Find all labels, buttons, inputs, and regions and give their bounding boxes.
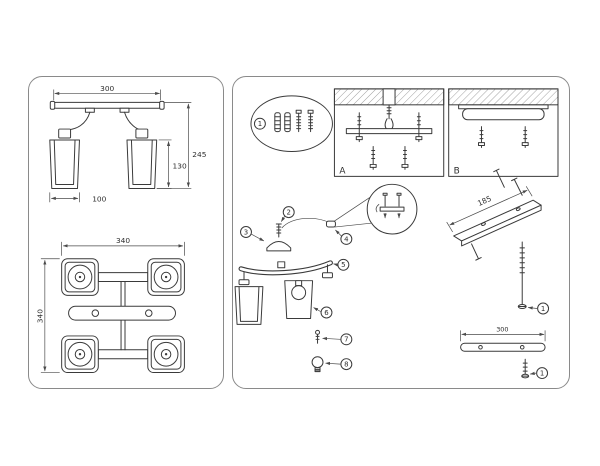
dim-shade-width: 100 <box>49 192 107 203</box>
wire <box>281 218 331 229</box>
ceiling-outlet <box>382 88 396 106</box>
lamp-plate-bottom-left <box>61 335 99 374</box>
bar-detail: 300 1 <box>460 325 549 380</box>
lamp-plate-bottom-right <box>147 335 185 374</box>
screw-icon <box>471 243 482 261</box>
screw-icon <box>369 146 377 170</box>
dim-label-340-w: 340 <box>116 236 130 245</box>
dim-top-depth: 340 <box>35 258 60 373</box>
svg-text:4: 4 <box>344 235 349 243</box>
screw-icon <box>355 112 363 143</box>
right-socket <box>135 128 149 139</box>
svg-text:2: 2 <box>287 209 291 217</box>
dim-label-100: 100 <box>92 194 106 203</box>
bulb-icon <box>311 356 324 373</box>
threaded-rod <box>384 104 394 131</box>
long-screw-icon <box>517 241 527 310</box>
left-socket <box>58 128 72 139</box>
dim-label-185: 185 <box>476 194 493 208</box>
ceiling-hatch <box>448 88 559 106</box>
hardware-kit: 1 <box>250 95 333 153</box>
callout-8: 8 <box>325 358 353 371</box>
svg-text:1: 1 <box>540 369 544 377</box>
callout-2: 2 <box>280 206 295 222</box>
canopy-plate <box>462 108 545 121</box>
dim-label-130: 130 <box>173 162 187 171</box>
step-a: A <box>333 88 445 177</box>
screw-icon <box>493 168 505 188</box>
threaded-stud <box>275 223 282 238</box>
callout-3: 3 <box>240 226 265 242</box>
svg-text:1: 1 <box>258 120 262 128</box>
top-view-mounting-bar <box>68 305 176 321</box>
dim-top-width: 340 <box>61 236 185 256</box>
rail-detail: 185 1 <box>446 168 550 315</box>
svg-text:5: 5 <box>341 261 345 269</box>
mounted-strap <box>458 104 549 110</box>
assembly-panel: 1 <box>232 76 570 389</box>
mounting-bar <box>49 100 165 113</box>
center-connectors <box>120 281 126 351</box>
bottom-arm-bar <box>97 349 149 360</box>
dim-label-300: 300 <box>100 84 114 93</box>
dimensions-panel: 300 <box>28 76 224 389</box>
top-view-drawing: 340 340 <box>35 236 185 374</box>
right-shade <box>126 139 158 189</box>
shade-with-bulb <box>284 280 314 319</box>
screw-icon <box>401 146 409 170</box>
callout-5: 5 <box>333 258 350 271</box>
svg-text:1: 1 <box>541 305 545 313</box>
section-b-label: B <box>454 166 460 176</box>
mounting-bar-top <box>460 342 546 352</box>
screw-icon <box>511 177 523 196</box>
dim-bar-width: 300 <box>53 84 161 101</box>
exploded-view: 2 3 <box>234 183 418 373</box>
screw-icon <box>478 126 485 149</box>
svg-text:8: 8 <box>344 361 348 369</box>
left-arm <box>64 111 91 131</box>
screw-icon <box>521 358 530 379</box>
lamp-plate-top-right <box>147 258 185 296</box>
mounting-rail <box>453 199 542 242</box>
dim-label-300-bar: 300 <box>496 325 508 333</box>
detail-magnifier <box>334 183 418 235</box>
section-a-label: A <box>339 166 346 176</box>
dim-total-height: 245 <box>156 101 207 189</box>
canopy-dome <box>266 240 292 252</box>
dimensions-drawing: 300 <box>35 84 207 374</box>
dim-label-245: 245 <box>192 150 206 159</box>
wall-anchor-icon <box>274 112 281 133</box>
callout-6: 6 <box>313 306 333 319</box>
dim-bar-length: 300 <box>460 325 546 342</box>
dim-label-340-d: 340 <box>35 309 44 323</box>
callout-1-hardware: 1 <box>253 117 266 130</box>
fixture-arm <box>238 260 333 286</box>
top-arm-bar <box>97 272 149 282</box>
screw-icon <box>295 109 302 133</box>
wall-anchor-icon <box>284 112 291 133</box>
screw-icon <box>521 126 529 149</box>
callout-1-bar: 1 <box>529 367 549 380</box>
glass-shade <box>234 286 264 325</box>
callout-7: 7 <box>322 333 353 346</box>
callout-1-rail: 1 <box>527 302 550 315</box>
screw-icon <box>307 109 314 133</box>
step-b: B <box>448 88 559 177</box>
screw-icon <box>415 112 423 143</box>
finial-screw <box>315 329 321 344</box>
lamp-plate-top-left <box>61 258 99 296</box>
assembly-drawing: 1 <box>234 88 559 380</box>
left-shade <box>49 139 80 189</box>
svg-text:3: 3 <box>244 228 248 236</box>
svg-text:7: 7 <box>344 336 348 344</box>
wiring-detail <box>375 192 405 219</box>
dim-shade-height: 130 <box>156 139 187 189</box>
right-arm <box>124 111 143 131</box>
mounting-strap <box>345 128 433 135</box>
wire-connector <box>325 220 336 228</box>
callout-4: 4 <box>335 229 353 245</box>
svg-text:6: 6 <box>324 309 328 317</box>
front-view-drawing: 300 <box>49 84 207 203</box>
